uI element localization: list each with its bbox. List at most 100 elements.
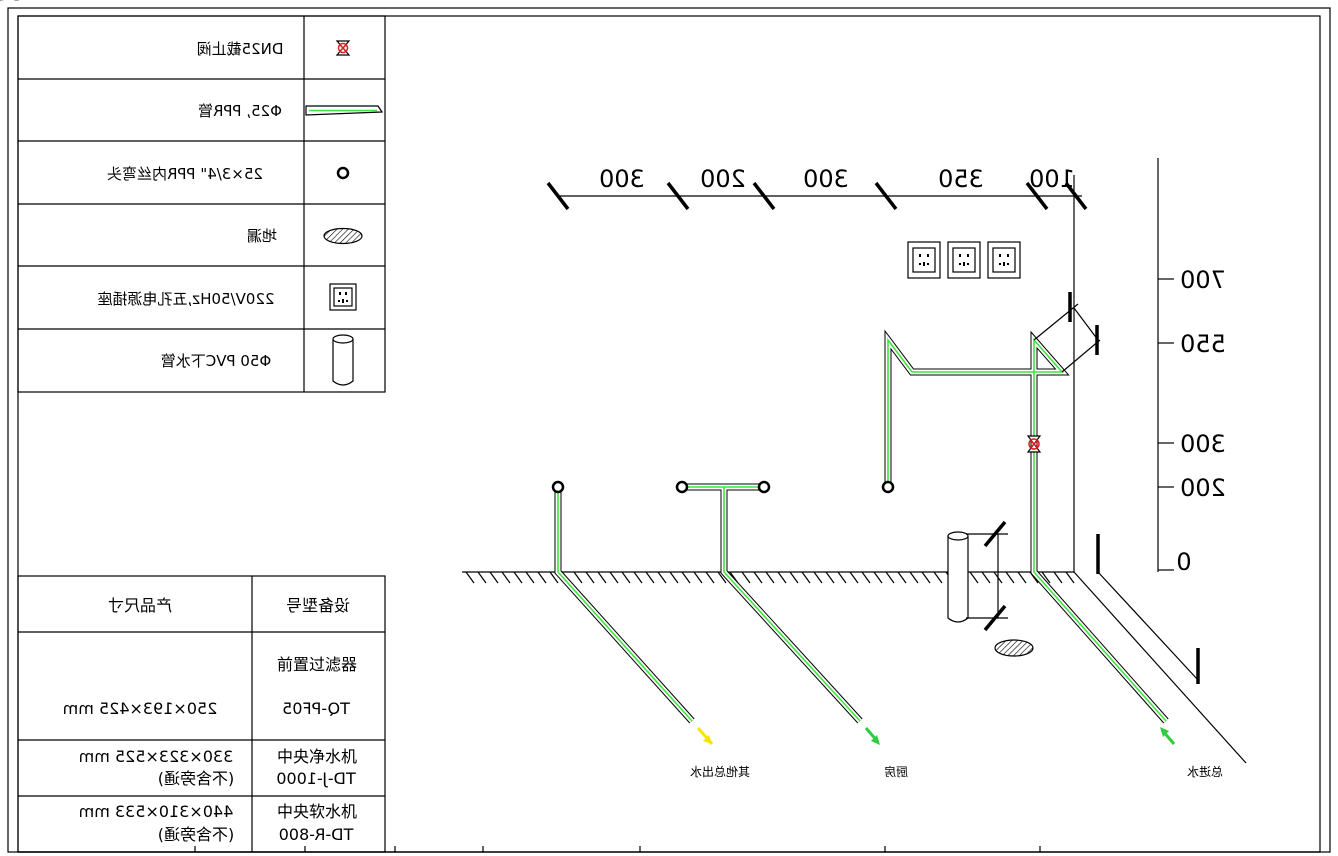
floor-hatch-mark — [873, 571, 883, 584]
depth-dimension: 550 — [0, 0, 1247, 764]
floor-hatch-mark — [1005, 571, 1015, 584]
bottom-border-cells — [18, 846, 1320, 853]
floor-hatch-mark — [909, 571, 919, 584]
floor-hatch-mark — [1041, 571, 1051, 584]
floor-hatch-mark — [897, 571, 907, 584]
floor-hatch-mark — [921, 571, 931, 584]
floor-hatch-mark — [657, 571, 667, 584]
flow-arrows — [696, 727, 1176, 745]
floor-hatch-mark — [549, 571, 559, 584]
floor-hatch-mark — [537, 571, 547, 584]
row3-size: 440×310×533 mm — [79, 802, 234, 821]
dim-v-700: 700 — [1180, 266, 1226, 294]
label-other-outlet: 其他总出水 — [690, 765, 750, 779]
floor-hatch-mark — [933, 571, 943, 584]
row2-size-note: (不含旁通) — [158, 769, 235, 788]
floor-hatch-mark — [1053, 571, 1063, 584]
pipe-kitchen-pipe-core — [682, 486, 861, 722]
floor-hatch-mark — [837, 571, 847, 584]
pipe-other-outlet — [558, 487, 692, 721]
floor-hatch-mark — [765, 571, 775, 584]
drain-pipe: 500 — [0, 0, 1008, 632]
elbow-offset-dimension: 100 — [0, 0, 1101, 373]
floor-drain-icon — [323, 227, 363, 245]
table-header-size: 产品尺寸 — [108, 596, 172, 615]
elbow-fitting-4 — [881, 480, 895, 494]
floor-hatch-mark — [825, 571, 835, 584]
pipe-network — [554, 329, 1169, 724]
pipe-upper-loop-pipe-out — [884, 329, 1169, 724]
dim-drain-height: 500 — [0, 0, 23, 6]
floor-hatch-mark — [753, 571, 763, 584]
table-header-model: 设备型号 — [286, 596, 350, 615]
vertical-dimension-axis: 700 550 300 200 0 — [1157, 158, 1226, 576]
stop-valve-icon — [1026, 435, 1042, 453]
row2-size: 330×323×525 mm — [79, 747, 234, 766]
row1-model: TQ-PF05 — [282, 699, 351, 718]
floor-hatch-mark — [501, 571, 511, 584]
floor-line — [462, 571, 1075, 584]
floor-hatch-mark — [681, 571, 691, 584]
row2-model: TD-J-1000 — [276, 769, 356, 788]
dim-v-200: 200 — [1180, 474, 1226, 502]
floor-hatch-mark — [801, 571, 811, 584]
legend-label-valve: DN25截止阀 — [197, 40, 284, 58]
floor-hatch-mark — [861, 571, 871, 584]
pipe-upper-loop — [888, 340, 1166, 721]
floor-hatch-mark — [525, 571, 535, 584]
elbow-fitting-2 — [675, 480, 689, 494]
floor-hatch-mark — [885, 571, 895, 584]
dim-h-1: 300 — [599, 165, 645, 193]
dim-h-3: 300 — [803, 165, 849, 193]
floor-hatch-mark — [585, 571, 595, 584]
dim-v-0: 0 — [1176, 548, 1191, 576]
power-sockets — [907, 241, 1021, 279]
floor-hatch-mark — [1017, 571, 1027, 584]
floor-hatch-mark — [717, 571, 727, 584]
pipe-other-outlet-pipe-core — [557, 487, 693, 722]
legend-label-floor-drain: 地漏 — [247, 227, 277, 245]
socket-1 — [907, 241, 941, 279]
floor-hatch-mark — [777, 571, 787, 584]
dim-elbow-offset: 100 — [0, 0, 23, 6]
floor-hatch-mark — [645, 571, 655, 584]
legend-label-drain-pipe: Φ50 PVC下水管 — [161, 352, 271, 370]
pipe-kitchen-pipe-out — [682, 483, 863, 724]
floor-hatch-mark — [741, 571, 751, 584]
arrow-kitchen-icon — [864, 727, 880, 745]
dim-v-300: 300 — [1180, 430, 1226, 458]
horizontal-dimension-chain: 300 200 300 350 100 — [546, 165, 1088, 211]
legend-table: DN25截止阀 Φ25, PPR管 25×3/4" PPR内丝弯头 地漏 220… — [17, 15, 386, 393]
pipe-other-outlet-pipe-out — [554, 487, 695, 724]
floor-hatch-mark — [477, 571, 487, 584]
floor-hatch-mark — [849, 571, 859, 584]
floor-hatch-mark — [693, 571, 703, 584]
label-kitchen: 厨房 — [884, 764, 908, 779]
floor-hatch-mark — [609, 571, 619, 584]
outer-frame — [7, 7, 1331, 853]
pipe-other-outlet-pipe-in — [555, 487, 694, 723]
floor-hatch-mark — [705, 571, 715, 584]
pipe-upper-loop-pipe-core — [887, 337, 1167, 722]
arrow-other-outlet-icon — [696, 727, 714, 745]
floor-hatch-mark — [789, 571, 799, 584]
row1-name: 前置过滤器 — [277, 655, 357, 674]
dim-depth: 550 — [0, 0, 23, 6]
power-socket-icon — [329, 283, 357, 311]
floor-hatch-mark — [465, 571, 475, 584]
legend-label-elbow: 25×3/4" PPR内丝弯头 — [107, 165, 263, 183]
row2-name: 中央净水机 — [277, 747, 357, 766]
row1-size: 250×193×425 mm — [63, 699, 218, 718]
row3-size-note: (不含旁通) — [158, 825, 235, 844]
floor-drain-icon — [994, 639, 1034, 657]
floor-hatch-mark — [981, 571, 991, 584]
arrow-main-inlet-icon — [1160, 727, 1176, 745]
legend-label-socket: 220V/50Hz,五孔电源插座 — [98, 290, 275, 308]
elbow-fitting-3 — [757, 480, 771, 494]
row3-name: 中央软水机 — [277, 802, 357, 821]
ppr-pipe-icon — [305, 105, 384, 116]
socket-3 — [987, 241, 1021, 279]
row3-model: TD-R-800 — [279, 825, 355, 844]
dim-v-550: 550 — [1180, 330, 1226, 358]
floor-hatch-mark — [489, 571, 499, 584]
